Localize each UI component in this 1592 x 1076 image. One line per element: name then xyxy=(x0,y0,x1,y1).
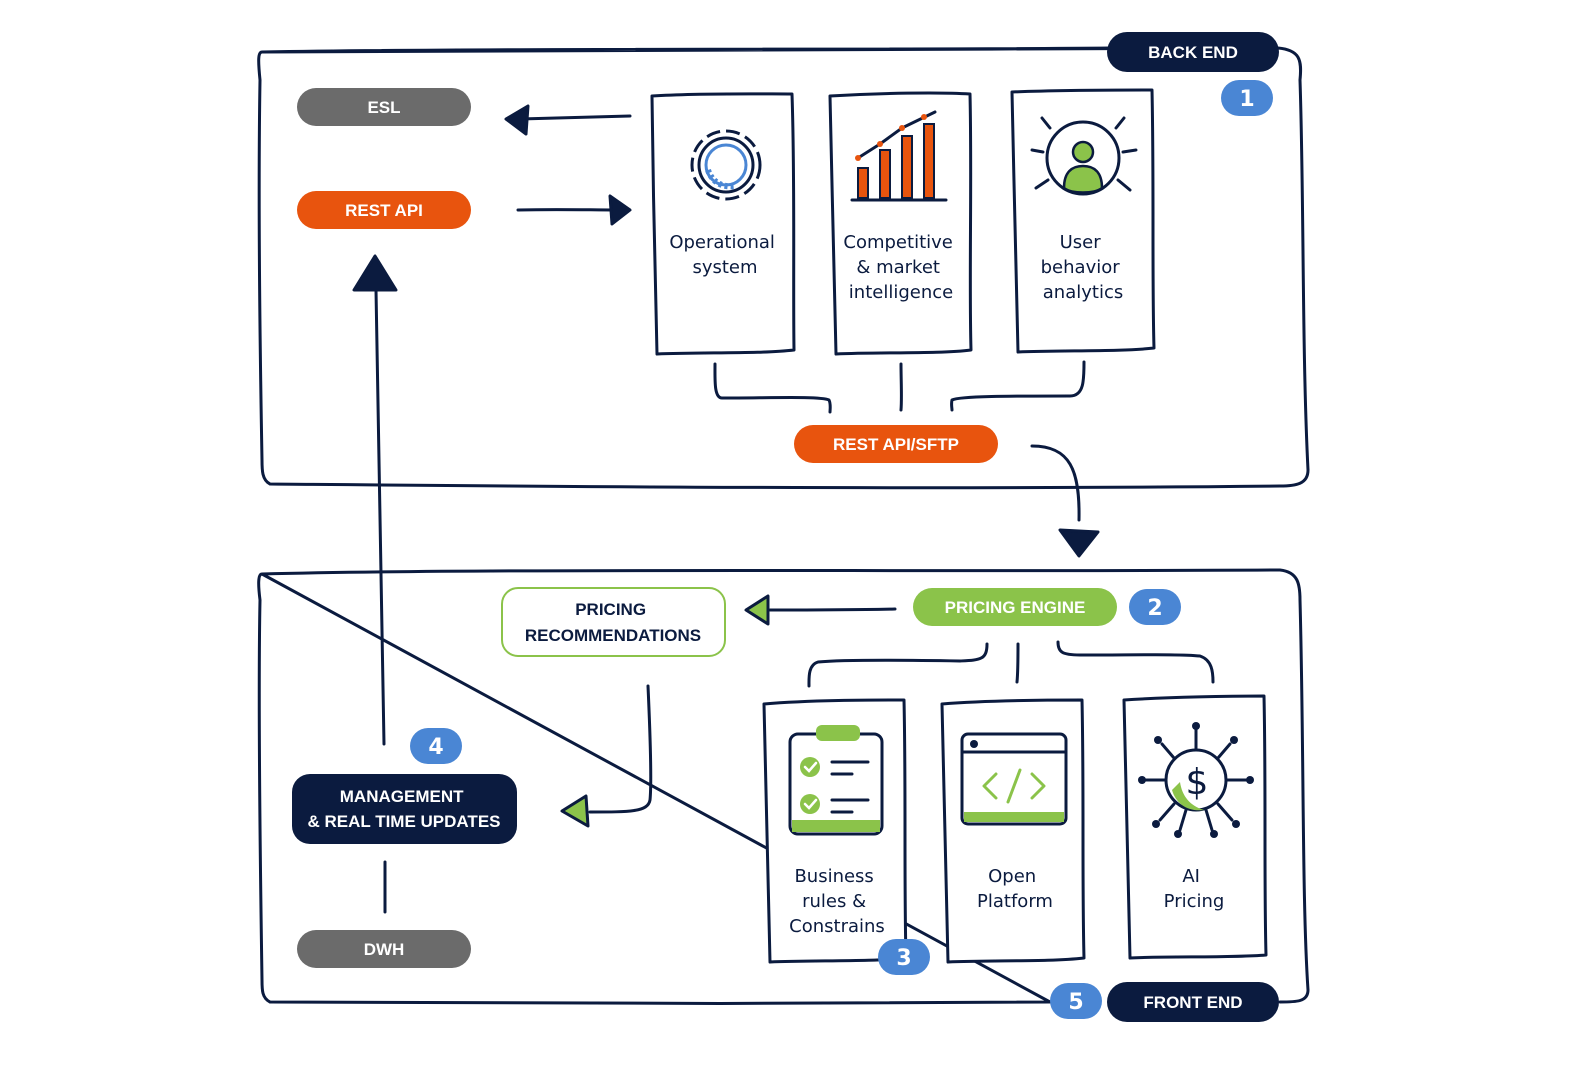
back-end-badge: BACK END xyxy=(1107,32,1279,72)
card-user-behavior-label: User behavior analytics xyxy=(1041,232,1126,303)
front-end-badge: FRONT END xyxy=(1107,982,1279,1022)
pricing-engine-pill[interactable]: PRICING ENGINE xyxy=(913,588,1117,626)
gear-icon xyxy=(690,129,762,201)
rest-api-sftp-pill[interactable]: REST API/SFTP xyxy=(794,425,998,463)
svg-text:PRICING ENGINE: PRICING ENGINE xyxy=(945,598,1086,617)
user-analytics-icon xyxy=(1030,116,1138,196)
management-box[interactable]: MANAGEMENT & REAL TIME UPDATES xyxy=(292,774,517,844)
bar-chart-icon xyxy=(850,110,948,202)
svg-text:3: 3 xyxy=(896,946,911,971)
step-4-badge: 4 xyxy=(410,728,462,764)
card-competitive-intelligence: Competitive & market intelligence xyxy=(828,91,973,356)
card-operational-system: Operational system xyxy=(650,92,796,356)
svg-text:$: $ xyxy=(1186,762,1209,803)
card-business-rules: Business rules & Constrains xyxy=(762,698,908,964)
svg-text:5: 5 xyxy=(1068,990,1083,1015)
rest-api-pill[interactable]: REST API xyxy=(297,191,471,229)
step-2-badge: 2 xyxy=(1129,589,1181,625)
clipboard-checklist-icon xyxy=(788,725,884,836)
arrow-to-operational xyxy=(516,194,632,226)
svg-text:DWH: DWH xyxy=(364,940,405,959)
front-end-label: FRONT END xyxy=(1143,993,1242,1012)
esl-pill[interactable]: ESL xyxy=(297,88,471,126)
arrow-to-esl xyxy=(504,104,632,136)
svg-text:MANAGEMENT & REAL TIME U: MANAGEMENT & REAL TIME UPDATES xyxy=(308,787,501,831)
front-end-container xyxy=(257,568,1310,1005)
card-business-rules-label: Business rules & Constrains xyxy=(789,866,885,937)
card-operational-label: Operational system xyxy=(669,232,780,278)
card-user-behavior: User behavior analytics xyxy=(1010,88,1156,354)
step-1-badge: 1 xyxy=(1221,80,1273,116)
svg-text:1: 1 xyxy=(1239,87,1254,112)
card-open-platform-label: Open Platform xyxy=(977,866,1053,912)
svg-text:4: 4 xyxy=(428,735,443,760)
connector-engine-to-cards xyxy=(807,640,1215,688)
svg-text:REST API/SFTP: REST API/SFTP xyxy=(833,435,959,454)
arrow-to-recommendations xyxy=(744,594,897,626)
dwh-pill[interactable]: DWH xyxy=(297,930,471,968)
svg-text:ESL: ESL xyxy=(367,98,400,117)
card-ai-pricing-label: AI Pricing xyxy=(1164,866,1225,912)
card-competitive-label: Competitive & market intelligence xyxy=(843,232,958,303)
card-open-platform: Open Platform xyxy=(940,698,1086,964)
step-5-badge: 5 xyxy=(1050,983,1102,1019)
svg-text:REST API: REST API xyxy=(345,201,423,220)
arrow-to-rest-api xyxy=(352,254,398,746)
step-3-badge: 3 xyxy=(878,939,930,975)
connector-cards-to-sftp xyxy=(713,360,1086,414)
pricing-recommendations-box[interactable]: PRICING RECOMMENDATIONS xyxy=(501,587,726,657)
svg-text:PRICING RECOMMENDATIONS: PRICING RECOMMENDATIONS xyxy=(525,600,701,645)
arrow-to-pricing-engine xyxy=(1030,444,1100,558)
card-ai-pricing: $ AI Pricing xyxy=(1122,694,1268,960)
arrow-to-management xyxy=(560,684,653,828)
ai-dollar-icon: $ xyxy=(1138,722,1254,838)
code-window-icon xyxy=(960,732,1068,826)
back-end-container xyxy=(257,46,1310,490)
back-end-label: BACK END xyxy=(1148,43,1238,62)
svg-text:2: 2 xyxy=(1147,596,1162,621)
